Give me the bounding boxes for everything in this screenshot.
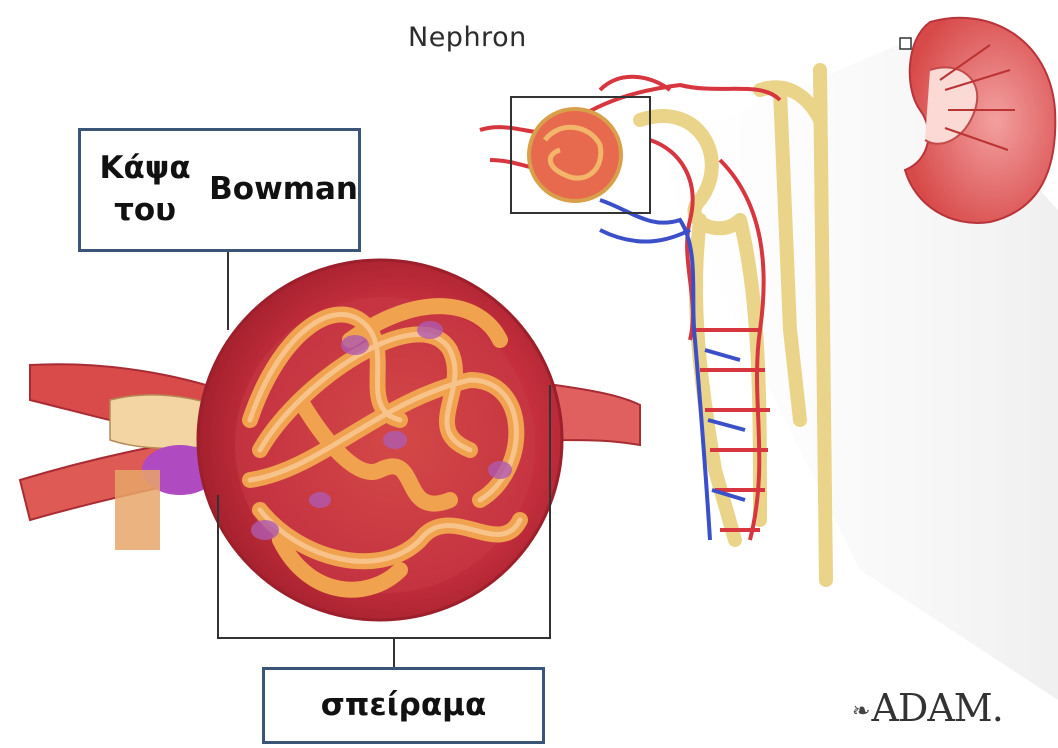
kidney-zoom-marker (900, 38, 911, 49)
logo-text: ADAM. (871, 686, 1002, 730)
bowman-capsule-illustration (20, 260, 640, 620)
diagram-title: Nephron (408, 22, 527, 53)
label-glomerulus: σπείραμα (262, 667, 545, 744)
adam-logo: ❧ADAM. (852, 686, 1003, 730)
small-glomerulus (511, 97, 650, 213)
leaf-icon: ❧ (852, 699, 869, 724)
